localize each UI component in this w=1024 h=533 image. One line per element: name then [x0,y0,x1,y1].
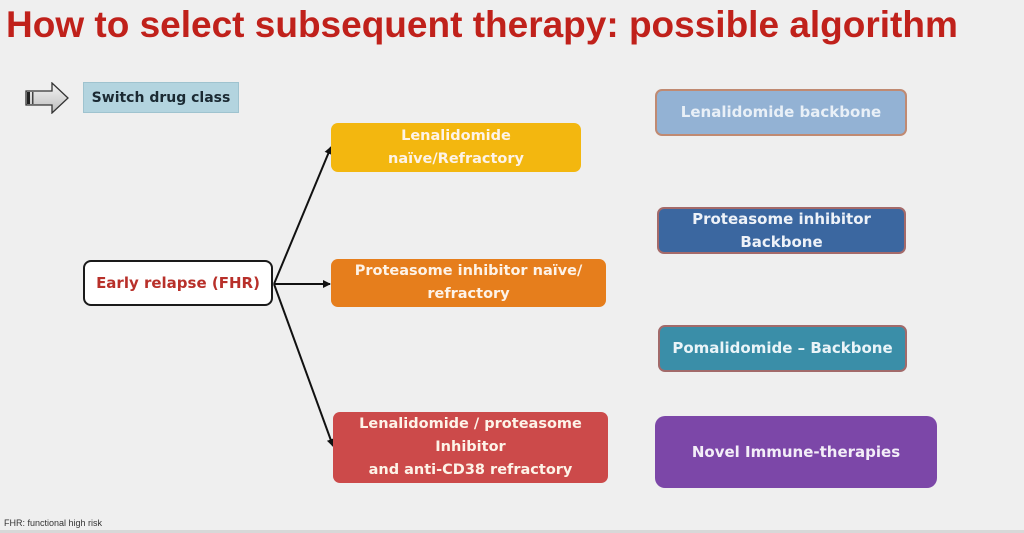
option-label: Lenalidomide backbone [680,103,882,121]
branch-lenalidomide-refractory: Lenalidomide naïve/Refractory [331,123,581,172]
branch-label: Proteasome inhibitor naïve/ refractory [354,263,583,302]
option-lenalidomide-backbone: Lenalidomide backbone [655,89,907,136]
branch-label: Lenalidomide naïve/Refractory [388,127,524,167]
bottom-divider [0,530,1024,533]
option-pomalidomide-backbone: Pomalidomide – Backbone [658,325,907,372]
branch-label: Lenalidomide / proteasome Inhibitor and … [359,416,582,478]
legend-label: Switch drug class [91,89,231,106]
option-label: Novel Immune-therapies [691,442,901,461]
early-relapse-label: Early relapse (FHR) [96,273,260,292]
branch-triple-refractory: Lenalidomide / proteasome Inhibitor and … [333,412,608,483]
option-proteasome-backbone: Proteasome inhibitor Backbone [657,207,906,254]
early-relapse-node: Early relapse (FHR) [83,260,273,306]
option-novel-immune-therapies: Novel Immune-therapies [655,416,937,488]
right-arrow-icon [25,82,69,114]
arrow-to-triple-refractory [273,283,335,447]
option-label: Pomalidomide – Backbone [672,339,893,357]
legend-switch-drug-class: Switch drug class [83,82,239,113]
option-label: Proteasome inhibitor Backbone [692,209,871,251]
branch-proteasome-refractory: Proteasome inhibitor naïve/ refractory [331,259,606,307]
slide-title: How to select subsequent therapy: possib… [6,4,958,45]
footnote: FHR: functional high risk [4,518,103,528]
arrow-to-lenalidomide [273,146,333,285]
